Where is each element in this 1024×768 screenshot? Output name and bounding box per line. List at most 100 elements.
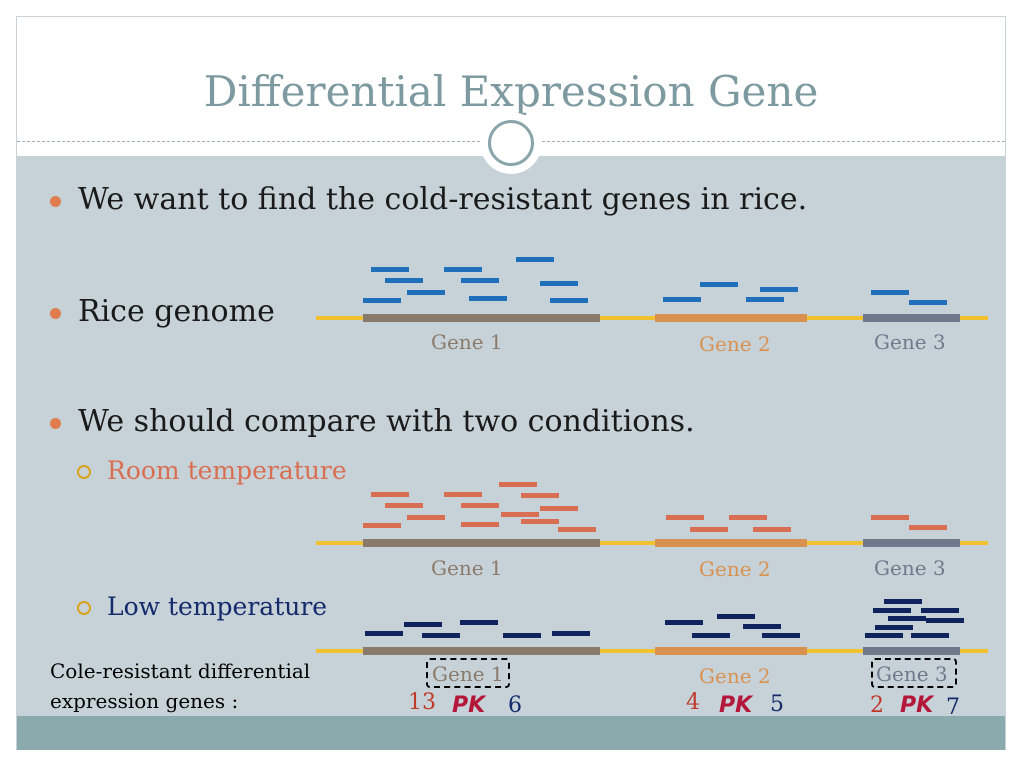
genome-track-low (316, 599, 988, 655)
read (909, 300, 947, 305)
read (365, 631, 403, 636)
bullet-goal-text: We want to find the cold-resistant genes… (78, 182, 808, 217)
highlight-box-gene3 (871, 658, 957, 688)
conclusion-note-line2: expression genes : (50, 689, 239, 713)
gene2-label: Gene 2 (699, 332, 771, 356)
read (540, 506, 578, 511)
count-low-gene3: 7 (946, 695, 960, 720)
genome-track-reference (316, 257, 988, 322)
sub-bullet-low-text: Low temperature (107, 592, 328, 621)
highlight-box-gene1 (426, 658, 510, 688)
count-room-gene2: 4 (686, 690, 700, 715)
read (746, 297, 784, 302)
count-low-gene2: 5 (770, 692, 784, 717)
read (717, 614, 755, 619)
read (461, 503, 499, 508)
gene2-label: Gene 2 (699, 557, 771, 581)
read (461, 278, 499, 283)
read (461, 522, 499, 527)
pk-versus-icon: PK (900, 693, 935, 717)
svg-text:PK: PK (452, 693, 487, 717)
gene1-label: Gene 1 (431, 330, 503, 354)
slide-title: Differential Expression Gene (203, 67, 819, 116)
read (700, 282, 738, 287)
read (363, 298, 401, 303)
read (407, 515, 445, 520)
bullet-dot-icon (50, 418, 61, 429)
read (926, 618, 964, 623)
svg-text:PK: PK (900, 693, 935, 717)
read (371, 492, 409, 497)
count-room-gene1: 13 (408, 690, 436, 715)
gene3-label: Gene 3 (876, 662, 948, 686)
gene1-segment (363, 314, 600, 322)
gene1-label: Gene 1 (432, 662, 504, 686)
read (753, 527, 791, 532)
sub-bullet-room-text: Room temperature (107, 456, 347, 485)
read (444, 492, 482, 497)
gene2-segment (655, 314, 807, 322)
bullet-dot-icon (50, 196, 61, 207)
read (692, 633, 730, 638)
gene2-segment (655, 647, 807, 655)
read (422, 633, 460, 638)
svg-text:PK: PK (719, 693, 754, 717)
read (909, 525, 947, 530)
read (871, 515, 909, 520)
pk-versus-icon: PK (452, 693, 487, 717)
read (385, 503, 423, 508)
footer-bar (17, 716, 1005, 750)
genome-track-room (316, 482, 988, 547)
bullet-genome-text: Rice genome (78, 294, 275, 329)
read (521, 493, 559, 498)
count-room-gene3: 2 (870, 693, 884, 718)
read (690, 527, 728, 532)
read (875, 625, 913, 630)
read (743, 624, 781, 629)
gene1-segment (363, 647, 600, 655)
read (550, 298, 588, 303)
circle-bullet-icon (77, 601, 91, 615)
read (407, 290, 445, 295)
read (888, 616, 926, 621)
read (404, 622, 442, 627)
read (871, 290, 909, 295)
read (371, 267, 409, 272)
read (760, 287, 798, 292)
read (385, 278, 423, 283)
gene3-segment (863, 647, 960, 655)
read (540, 281, 578, 286)
read (665, 620, 703, 625)
read (552, 631, 590, 636)
read (884, 599, 922, 604)
read (501, 512, 539, 517)
bullet-compare-text: We should compare with two conditions. (78, 404, 695, 439)
read (911, 633, 949, 638)
gene1-segment (363, 539, 600, 547)
read (666, 515, 704, 520)
circle-ornament-icon (480, 112, 542, 174)
gene3-label: Gene 3 (874, 330, 946, 354)
gene3-label: Gene 3 (874, 556, 946, 580)
read (729, 515, 767, 520)
read (503, 633, 541, 638)
read (663, 297, 701, 302)
read (558, 527, 596, 532)
read (363, 523, 401, 528)
read (499, 482, 537, 487)
reads-low (365, 599, 964, 638)
gene2-segment (655, 539, 807, 547)
bullet-dot-icon (50, 308, 61, 319)
gene2-label: Gene 2 (699, 664, 771, 688)
read (873, 608, 911, 613)
gene3-segment (863, 314, 960, 322)
reads-room (363, 482, 947, 532)
content-area (17, 156, 1005, 716)
gene1-label: Gene 1 (431, 556, 503, 580)
reads-reference (363, 257, 947, 305)
gene3-segment (863, 539, 960, 547)
count-low-gene1: 6 (508, 693, 522, 718)
read (921, 608, 959, 613)
read (516, 257, 554, 262)
